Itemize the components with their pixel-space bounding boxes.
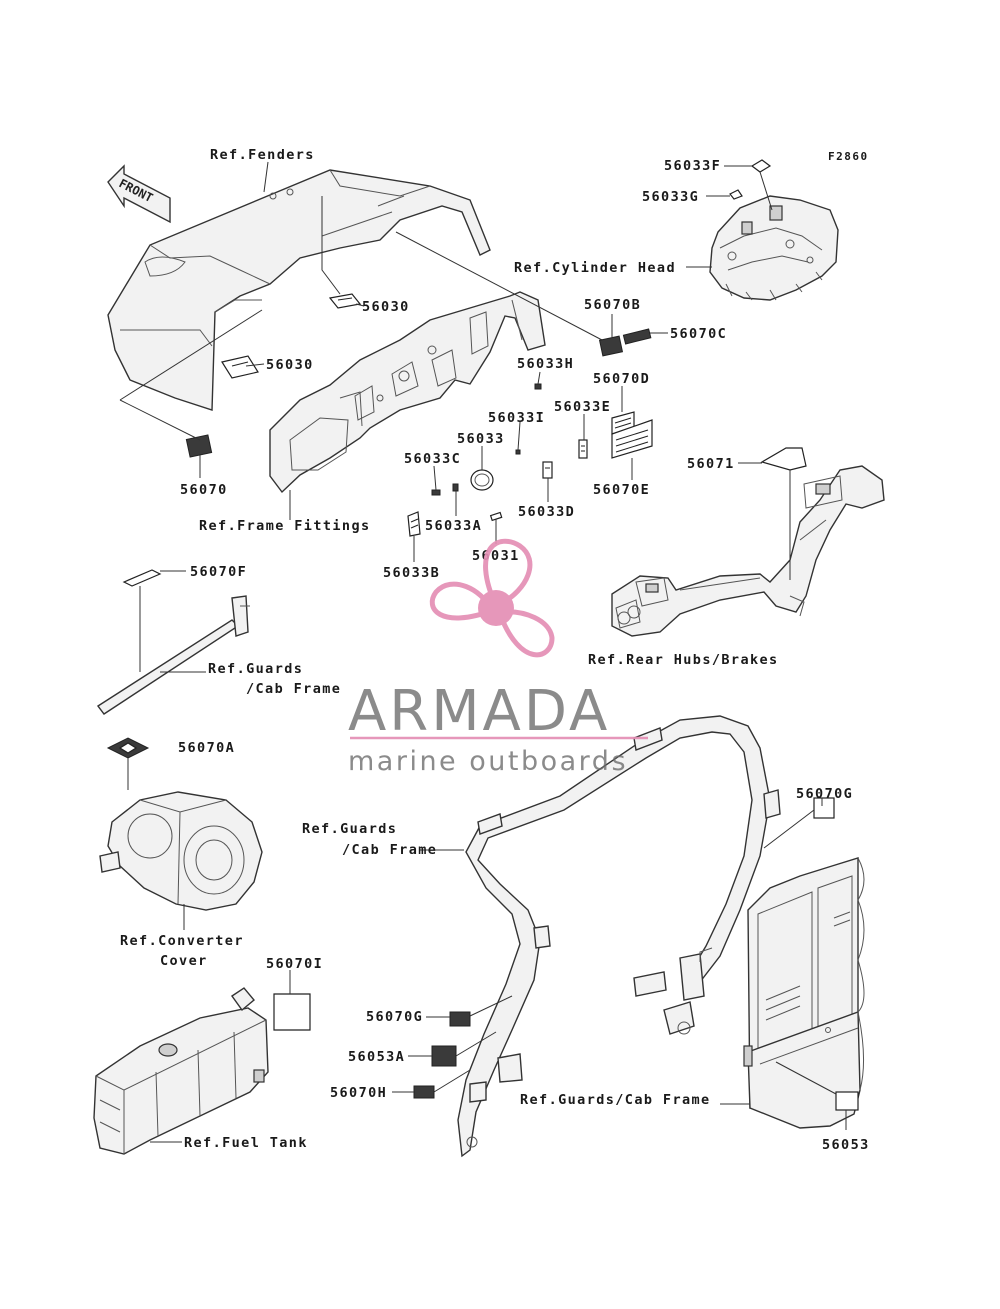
- guards-rod-drawing: [96, 595, 250, 715]
- part-56071-label: 56071: [687, 456, 735, 472]
- cab-frame-rollbar-drawing: [457, 715, 781, 1158]
- decal-56070: [185, 434, 213, 458]
- decal-56033: [470, 469, 494, 491]
- watermark-subtitle: marine outboards: [348, 746, 628, 777]
- ref-converter-cover-label-2: Cover: [160, 953, 208, 969]
- converter-cover-drawing: [99, 791, 263, 911]
- propeller-logo-icon: [429, 538, 555, 658]
- decal-56033B: [407, 511, 421, 537]
- ref-guards-cab-frame-mid-label-2: /Cab Frame: [342, 842, 437, 858]
- front-arrow-icon: FRONT: [107, 164, 171, 224]
- decal-56033H: [534, 383, 542, 390]
- part-56033G-label: 56033G: [642, 189, 699, 205]
- decal-56070E: [611, 419, 653, 459]
- ref-cylinder-head-label: Ref.Cylinder Head: [514, 260, 676, 276]
- frame-fittings-drawing: [269, 291, 546, 494]
- ref-guards-cab-frame-top-label: Ref.Guards: [208, 661, 303, 677]
- decal-56033E: [578, 439, 588, 459]
- part-56070-label: 56070: [180, 482, 228, 498]
- ref-rear-hubs-brakes-label: Ref.Rear Hubs/Brakes: [588, 652, 779, 668]
- ref-guards-cab-frame-bottom-label: Ref.Guards/Cab Frame: [520, 1092, 711, 1108]
- decal-56071: [760, 447, 807, 471]
- part-56070F-label: 56070F: [190, 564, 247, 580]
- decal-56070G-upper: [813, 797, 835, 819]
- decal-56033G: [729, 189, 743, 200]
- part-56033C-label: 56033C: [404, 451, 461, 467]
- propeller-hub: [478, 590, 514, 626]
- part-56033E-label: 56033E: [554, 399, 611, 415]
- part-56070E-label: 56070E: [593, 482, 650, 498]
- fuel-tank-drawing: [93, 987, 269, 1155]
- part-56030-lower-label: 56030: [266, 357, 314, 373]
- decal-56033I: [515, 449, 521, 455]
- decal-56030-upper: [328, 293, 362, 309]
- decal-56070B: [598, 335, 624, 357]
- part-56033B-label: 56033B: [383, 565, 440, 581]
- decal-56033D: [542, 461, 553, 479]
- part-56070G-lower-label: 56070G: [366, 1009, 423, 1025]
- part-56070G-upper-label: 56070G: [796, 786, 853, 802]
- decal-56070F: [122, 569, 162, 587]
- decal-56031: [489, 511, 503, 522]
- cab-frame-panel-drawing: [743, 857, 865, 1129]
- part-56033-label: 56033: [457, 431, 505, 447]
- part-56053-label: 56053: [822, 1137, 870, 1153]
- rear-hubs-brakes-drawing: [611, 465, 885, 637]
- figure-code: F2860: [828, 150, 869, 163]
- decal-56070C: [622, 328, 652, 345]
- watermark: ARMADA marine outboards: [348, 538, 648, 777]
- ref-frame-fittings-label: Ref.Frame Fittings: [199, 518, 371, 534]
- propeller-blade-3: [497, 609, 555, 658]
- part-56033D-label: 56033D: [518, 504, 575, 520]
- ref-converter-cover-label: Ref.Converter: [120, 933, 244, 949]
- cylinder-head-drawing: [709, 195, 839, 301]
- part-56070B-label: 56070B: [584, 297, 641, 313]
- part-56070I-label: 56070I: [266, 956, 323, 972]
- fenders-drawing: [107, 169, 491, 411]
- decal-56070A: [106, 737, 150, 759]
- part-56070D-label: 56070D: [593, 371, 650, 387]
- part-56053A-label: 56053A: [348, 1049, 405, 1065]
- part-56033F-label: 56033F: [664, 158, 721, 174]
- decal-56070H: [413, 1085, 435, 1099]
- part-56031-label: 56031: [472, 548, 520, 564]
- decal-56053A: [431, 1045, 457, 1067]
- part-56033A-label: 56033A: [425, 518, 482, 534]
- part-56070A-label: 56070A: [178, 740, 235, 756]
- part-56033I-label: 56033I: [488, 410, 545, 426]
- decal-56070G-lower: [449, 1011, 471, 1027]
- decal-56033C: [431, 489, 441, 496]
- ref-guards-cab-frame-top-label-2: /Cab Frame: [246, 681, 341, 697]
- ref-fenders-label: Ref.Fenders: [210, 147, 315, 163]
- ref-fuel-tank-label: Ref.Fuel Tank: [184, 1135, 308, 1151]
- part-56033H-label: 56033H: [517, 356, 574, 372]
- part-56070C-label: 56070C: [670, 326, 727, 342]
- decal-56070I: [273, 993, 311, 1031]
- watermark-title: ARMADA: [348, 679, 610, 744]
- part-56030-upper-label: 56030: [362, 299, 410, 315]
- ref-guards-cab-frame-mid-label: Ref.Guards: [302, 821, 397, 837]
- decal-56053: [835, 1091, 859, 1111]
- propeller-blade-1: [483, 538, 533, 610]
- decal-56030-lower: [221, 355, 259, 379]
- propeller-blade-2: [429, 581, 501, 621]
- part-56070H-label: 56070H: [330, 1085, 387, 1101]
- decal-56033F: [750, 159, 772, 173]
- decal-56033A: [452, 483, 459, 492]
